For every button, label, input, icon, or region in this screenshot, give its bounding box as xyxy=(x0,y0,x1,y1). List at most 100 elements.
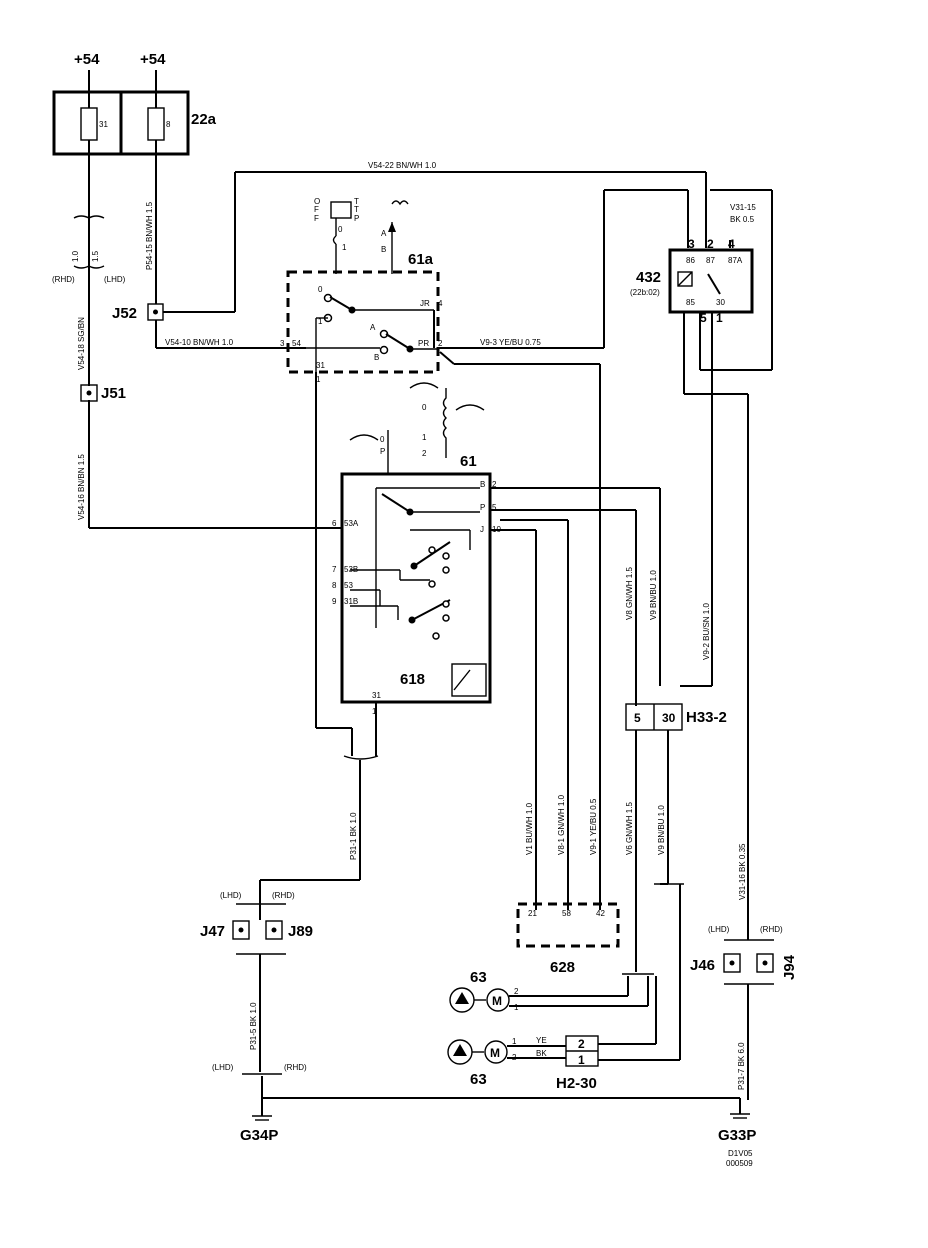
svg-text:(RHD): (RHD) xyxy=(760,925,783,934)
pump-motor-63-lower: M 63 1 2 xyxy=(447,1037,517,1088)
svg-text:86: 86 xyxy=(686,256,695,265)
svg-text:(LHD): (LHD) xyxy=(708,925,730,934)
wire-v54-22: V54-22 BN/WH 1.0 xyxy=(368,161,437,170)
svg-text:2: 2 xyxy=(514,987,519,996)
svg-text:2: 2 xyxy=(707,237,714,251)
svg-text:JR: JR xyxy=(420,299,430,308)
wire-v31-16: V31-16 BK 0.35 xyxy=(738,843,747,900)
svg-text:2: 2 xyxy=(438,339,443,348)
wire-p31-7: P31-7 BK 6.0 xyxy=(737,1042,746,1090)
svg-text:1: 1 xyxy=(316,375,321,384)
svg-text:618: 618 xyxy=(400,671,425,688)
svg-text:63: 63 xyxy=(470,1071,487,1088)
svg-text:PR: PR xyxy=(418,339,429,348)
wire-v8-1: V8-1 GN/WH 1.0 xyxy=(557,794,566,855)
fuse-31-label: 31 xyxy=(99,120,108,129)
relay-432: 3 2 4 86 87 87A 85 30 5 1 432 (22b:02) xyxy=(630,237,754,325)
wire-p31-1: P31-1 BK 1.0 xyxy=(349,812,358,860)
wire-p54-15: P54-15 BN/WH 1.5 xyxy=(145,201,154,270)
svg-text:3: 3 xyxy=(280,339,285,348)
wire-v54-16: V54-16 BN/BN 1.5 xyxy=(77,454,86,520)
svg-text:1: 1 xyxy=(716,311,723,325)
svg-text:4: 4 xyxy=(438,299,443,308)
connector-j94: J94 xyxy=(756,953,798,980)
wire-v1: V1 BU/WH 1.0 xyxy=(525,802,534,855)
svg-text:0: 0 xyxy=(318,285,323,294)
supply-right-label: +54 xyxy=(140,51,166,68)
svg-text:P: P xyxy=(354,214,359,223)
svg-text:0: 0 xyxy=(338,225,343,234)
svg-text:D1V05: D1V05 xyxy=(728,1149,753,1158)
wire-v9-3: V9-3 YE/BU 0.75 xyxy=(480,338,541,347)
svg-text:F: F xyxy=(314,205,319,214)
svg-text:2: 2 xyxy=(578,1037,585,1051)
svg-text:H2-30: H2-30 xyxy=(556,1075,597,1092)
svg-text:53: 53 xyxy=(344,581,353,590)
fuse-box-22a: 31 8 22a xyxy=(52,90,217,156)
svg-text:2: 2 xyxy=(422,449,427,458)
wire-v31-15a: V31-15 xyxy=(730,203,756,212)
wire-p54-size: 1.0 xyxy=(71,250,80,262)
ground-g33p: G33P D1V05 000509 xyxy=(718,1098,756,1168)
switch-61a: 61a O F F T T P 0 1 A B 0 1 JR 4 A B PR … xyxy=(280,197,443,384)
svg-text:B: B xyxy=(480,480,485,489)
wire-bk: BK xyxy=(536,1049,547,1058)
svg-text:1: 1 xyxy=(578,1053,585,1067)
svg-text:61: 61 xyxy=(460,453,477,470)
svg-text:87: 87 xyxy=(706,256,715,265)
wire-v9-1: V9-1 YE/BU 0.5 xyxy=(589,798,598,855)
svg-text:6: 6 xyxy=(332,519,337,528)
svg-text:1: 1 xyxy=(342,243,347,252)
svg-text:0: 0 xyxy=(380,435,385,444)
svg-text:J: J xyxy=(480,525,484,534)
fuse-box-id: 22a xyxy=(191,111,217,128)
component-628: 21 58 42 628 xyxy=(516,902,620,976)
svg-text:63: 63 xyxy=(470,969,487,986)
svg-text:628: 628 xyxy=(550,959,575,976)
svg-text:(RHD): (RHD) xyxy=(272,891,295,900)
svg-text:G34P: G34P xyxy=(240,1127,278,1144)
supply-left-label: +54 xyxy=(74,51,100,68)
svg-text:(LHD): (LHD) xyxy=(220,891,242,900)
svg-text:G33P: G33P xyxy=(718,1127,756,1144)
svg-text:T: T xyxy=(354,197,359,206)
wire-ye: YE xyxy=(536,1036,547,1045)
wire-v31-15b: BK 0.5 xyxy=(730,215,755,224)
wire-v9b: V9 BN/BU 1.0 xyxy=(657,805,666,855)
wire-v8: V8 GN/WH 1.5 xyxy=(625,567,634,620)
switch-61a-label: 61a xyxy=(408,251,434,268)
svg-text:5: 5 xyxy=(492,503,497,512)
svg-text:5: 5 xyxy=(700,311,707,325)
svg-text:(22b:02): (22b:02) xyxy=(630,288,660,297)
connector-j89: J89 xyxy=(265,920,313,940)
connector-j46: J46 xyxy=(690,953,741,974)
svg-text:3: 3 xyxy=(688,237,695,251)
svg-text:432: 432 xyxy=(636,269,661,286)
svg-text:54: 54 xyxy=(292,339,301,348)
svg-text:B: B xyxy=(374,353,379,362)
svg-text:5: 5 xyxy=(634,711,641,725)
svg-text:(RHD): (RHD) xyxy=(284,1063,307,1072)
svg-text:58: 58 xyxy=(562,909,571,918)
svg-text:1: 1 xyxy=(372,707,377,716)
svg-text:1: 1 xyxy=(318,317,323,326)
svg-text:30: 30 xyxy=(716,298,725,307)
svg-text:000509: 000509 xyxy=(726,1159,753,1168)
j52-label: J52 xyxy=(112,305,137,322)
ground-g34p: G34P xyxy=(240,1098,278,1144)
svg-text:42: 42 xyxy=(596,909,605,918)
connector-j52: J52 xyxy=(112,303,164,322)
j51-label: J51 xyxy=(101,385,126,402)
fuse-8-label: 8 xyxy=(166,120,171,129)
svg-text:J46: J46 xyxy=(690,957,715,974)
svg-text:B: B xyxy=(381,245,386,254)
svg-text:J47: J47 xyxy=(200,923,225,940)
wiper-icon xyxy=(455,404,485,411)
svg-text:4: 4 xyxy=(728,237,735,251)
pump-motor-63-upper: M 63 2 1 xyxy=(449,969,519,1013)
wire-v6b: V6 GN/WH 1.5 xyxy=(625,802,634,855)
svg-text:A: A xyxy=(370,323,376,332)
svg-text:F: F xyxy=(314,214,319,223)
svg-text:9: 9 xyxy=(332,597,337,606)
svg-text:(LHD): (LHD) xyxy=(212,1063,234,1072)
